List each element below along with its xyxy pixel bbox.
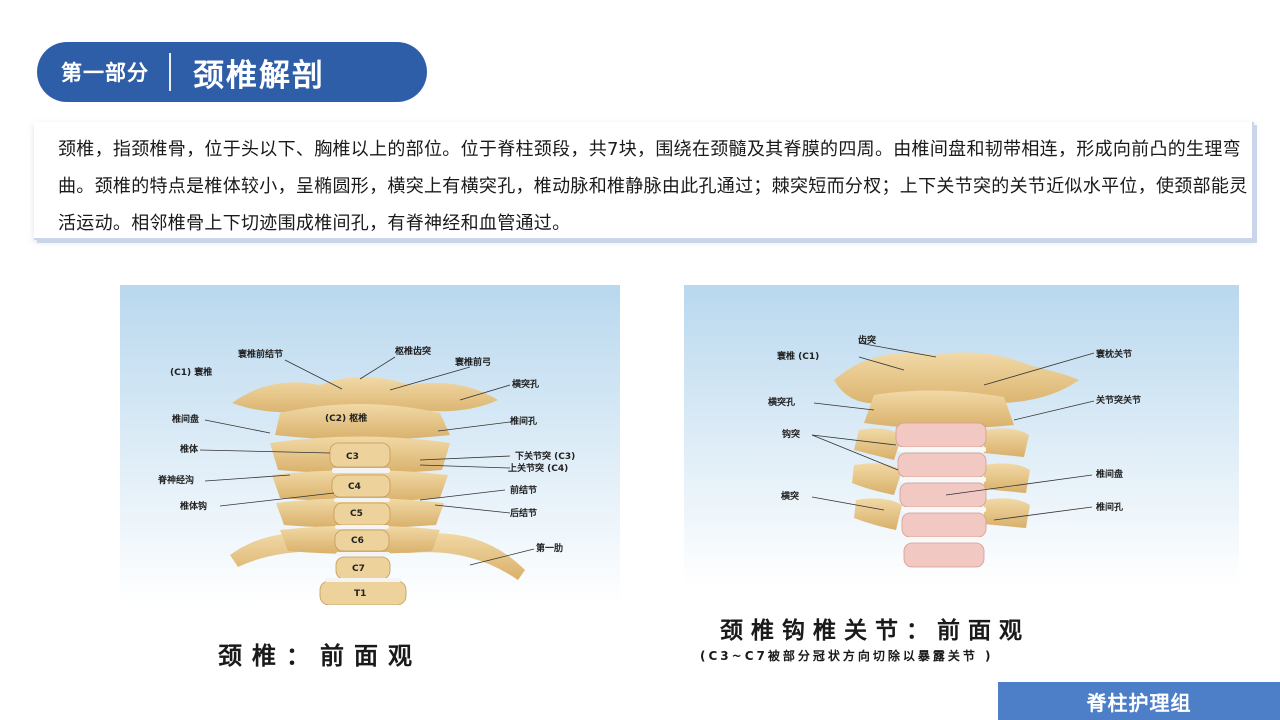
label-r-facet-joint: 关节突关节	[1096, 394, 1141, 406]
label-intervertebral-foramen: 椎间孔	[509, 415, 537, 427]
footer-group-label: 脊柱护理组	[998, 682, 1280, 720]
label-first-rib: 第一肋	[536, 542, 563, 554]
label-c5: C5	[350, 509, 363, 519]
label-c6: C6	[351, 536, 364, 546]
right-figure-caption: 颈椎钩椎关节：前面观	[720, 618, 1030, 644]
label-c1-atlas: (C1) 寰椎	[170, 366, 212, 378]
label-uncus: 椎体钩	[179, 500, 207, 512]
label-superior-articular: 上关节突 (C4)	[508, 462, 568, 474]
description-box: 颈椎，指颈椎骨，位于头以下、胸椎以上的部位。位于脊柱颈段，共7块，围绕在颈髓及其…	[34, 122, 1254, 240]
label-atlas-anterior-tubercle: 寰椎前结节	[237, 348, 283, 360]
label-r-intervertebral-disc: 椎间盘	[1095, 468, 1123, 480]
label-c7: C7	[352, 564, 365, 574]
header-divider	[169, 53, 171, 91]
label-r-dens: 齿突	[858, 334, 876, 346]
description-text: 颈椎，指颈椎骨，位于头以下、胸椎以上的部位。位于脊柱颈段，共7块，围绕在颈髓及其…	[58, 139, 1248, 234]
label-r-transverse-foramen: 横突孔	[768, 396, 795, 408]
label-c2-axis: (C2) 枢椎	[325, 412, 367, 424]
label-c4: C4	[348, 482, 361, 492]
label-atlas-anterior-arch: 寰椎前弓	[454, 356, 491, 368]
section-header: 第一部分 颈椎解剖	[37, 42, 427, 102]
label-dens: 枢椎齿突	[395, 345, 431, 357]
label-anterior-tubercle: 前结节	[510, 484, 537, 496]
label-intervertebral-disc: 椎间盘	[171, 413, 199, 425]
label-r-atlanto-occipital: 寰枕关节	[1095, 348, 1132, 360]
label-c3: C3	[346, 452, 359, 462]
label-vertebral-body: 椎体	[179, 443, 199, 455]
label-r-transverse-process: 横突	[781, 490, 799, 502]
uncovertebral-joint-figure: 齿突 寰椎 (C1) 寰枕关节 横突孔 关节突关节 钩突 椎间盘 横突 椎间孔	[684, 285, 1239, 585]
label-transverse-foramen: 横突孔	[512, 378, 539, 390]
section-part-label: 第一部分	[61, 61, 149, 85]
label-t1: T1	[354, 589, 366, 599]
label-r-atlas: 寰椎 (C1)	[776, 350, 819, 362]
left-figure-caption: 颈椎：前面观	[218, 642, 422, 670]
label-r-uncus: 钩突	[782, 428, 800, 440]
section-title: 颈椎解剖	[193, 57, 325, 94]
label-spinal-nerve-groove: 脊神经沟	[157, 474, 194, 486]
right-figure-subcaption: (C3~C7被部分冠状方向切除以暴露关节 )	[700, 649, 994, 663]
label-r-intervertebral-foramen: 椎间孔	[1095, 501, 1123, 513]
label-inferior-articular: 下关节突 (C3)	[515, 450, 575, 462]
cervical-spine-anterior-figure: 寰椎前结节 (C1) 寰椎 枢椎齿突 寰椎前弓 横突孔 (C2) 枢椎 椎间盘 …	[120, 285, 620, 605]
label-posterior-tubercle: 后结节	[510, 507, 537, 519]
